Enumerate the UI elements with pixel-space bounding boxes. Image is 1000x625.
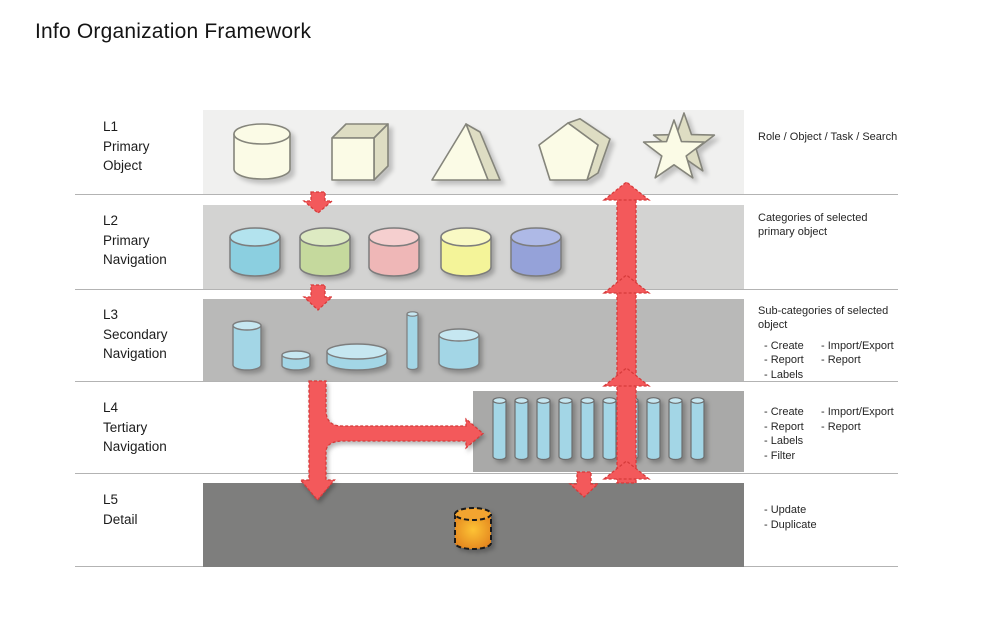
right-note-l5: - Update - Duplicate (758, 503, 903, 532)
cylinder-icon (233, 123, 291, 180)
right-note-l2: Categories of selected primary object (758, 212, 868, 239)
cylinder-orange-icon (454, 507, 492, 550)
left-label-l3: L3 Secondary Navigation (103, 307, 168, 362)
right-note-l4: - Create - Report - Labels - Filter - Im… (758, 405, 903, 463)
cylinder-yellow-icon (440, 227, 492, 277)
cylinder-tall-icon (232, 320, 262, 371)
right-note-l3-bullets: - Create - Report - Labels - Import/Expo… (764, 339, 894, 381)
cylinder-green-icon (299, 227, 351, 277)
cylinder-periwinkle-icon (510, 227, 562, 277)
cylinder-thin-tall-icon (406, 311, 419, 371)
row-separator (75, 194, 898, 195)
cylinder-medium-icon (438, 328, 480, 371)
left-label-l4: L4 Tertiary Navigation (103, 400, 167, 455)
row-separator (75, 381, 898, 382)
right-note-l4-bullets: - Create - Report - Labels - Filter - Im… (764, 406, 894, 462)
row-separator (75, 473, 898, 474)
right-note-l3-text: Sub-categories of selected object (758, 305, 889, 332)
left-label-l1: L1 Primary Object (103, 119, 150, 174)
cylinder-pink-icon (368, 227, 420, 277)
left-label-l5: L5 Detail (103, 492, 138, 527)
cylinder-blue-icon (229, 227, 281, 277)
left-label-l2: L2 Primary Navigation (103, 213, 167, 268)
cylinder-array (492, 397, 705, 461)
right-note-l1: Role / Object / Task / Search (758, 131, 898, 143)
cylinder-short-icon (281, 350, 311, 371)
row-separator (75, 289, 898, 290)
cylinder-wide-icon (326, 343, 388, 371)
star-icon (642, 112, 716, 179)
page-title: Info Organization Framework (35, 20, 312, 43)
cube-icon (331, 123, 389, 181)
pentagon-icon (538, 118, 611, 181)
right-note-l3: Sub-categories of selected object - Crea… (758, 304, 903, 382)
right-note-l5-bullets: - Update - Duplicate (764, 504, 817, 531)
triangle-prism-icon (431, 123, 501, 181)
